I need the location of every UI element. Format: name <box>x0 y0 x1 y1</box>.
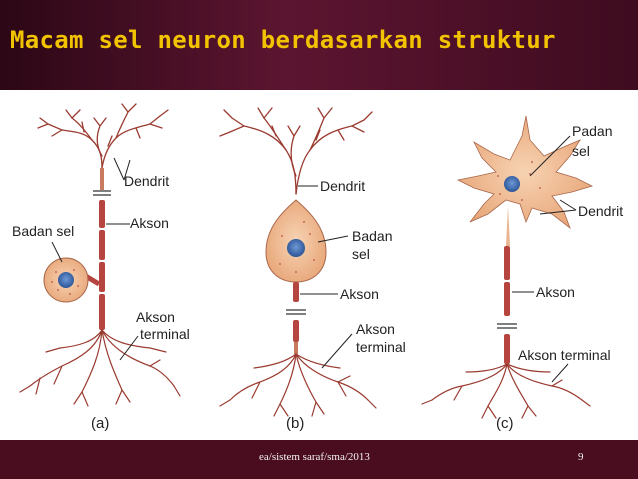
panel-c-caption: (c) <box>496 415 514 432</box>
panel-c-label-akson-terminal: Akson terminal <box>518 347 611 363</box>
panel-c-axon <box>497 206 517 364</box>
page-number: 9 <box>578 451 584 463</box>
panel-a-cell-body <box>43 257 89 303</box>
panel-a-label-akson: Akson <box>130 215 169 231</box>
panel-a-akson-terminal-leader <box>119 335 139 361</box>
panel-c-label-badan-sel-1: Padan <box>572 123 612 139</box>
panel-a-badan-sel-leader <box>51 241 63 263</box>
panel-b-label-akson-terminal-1: Akson <box>356 321 395 337</box>
panel-a-axon-terminals <box>19 329 181 407</box>
panel-b-label-akson: Akson <box>340 286 379 302</box>
panel-c-label-akson: Akson <box>536 284 575 300</box>
panel-a-axon <box>80 168 111 330</box>
panel-b-axon-terminals <box>219 353 377 417</box>
panel-c-badan-sel-leader <box>529 135 571 177</box>
slide-title: Macam sel neuron berdasarkan struktur <box>10 26 556 54</box>
neuron-diagram: Dendrit Akson Badan sel Akson terminal (… <box>0 96 638 440</box>
panel-a-label-akson-terminal-1: Akson <box>136 309 175 325</box>
panel-b-label-akson-terminal-2: terminal <box>356 339 406 355</box>
panel-a-dendrit-leader <box>113 157 131 181</box>
panel-a-dendrites <box>37 103 169 169</box>
panel-b-caption: (b) <box>286 415 304 432</box>
panel-c-neuron: Padan sel Dendrit Akson Akson terminal (… <box>421 115 623 432</box>
title-bar: Macam sel neuron berdasarkan struktur <box>0 0 638 90</box>
panel-a-neuron: Dendrit Akson Badan sel Akson terminal (… <box>12 103 190 432</box>
panel-c-cell-body <box>456 115 594 230</box>
panel-b-label-badan-sel-1: Badan <box>352 228 392 244</box>
footer-credit: ea/sistem saraf/sma/2013 <box>259 451 370 463</box>
panel-c-akson-terminal-leader <box>551 363 569 383</box>
panel-a-label-dendrit: Dendrit <box>124 173 169 189</box>
panel-a-label-badan-sel: Badan sel <box>12 223 74 239</box>
footer-bar: ea/sistem saraf/sma/2013 9 <box>0 440 638 479</box>
panel-c-label-dendrit: Dendrit <box>578 203 623 219</box>
panel-b-dendrites <box>219 107 373 195</box>
panel-c-axon-terminals <box>421 363 591 419</box>
panel-b-axon <box>286 282 306 354</box>
panel-a-caption: (a) <box>91 415 109 432</box>
panel-b-label-badan-sel-2: sel <box>352 246 370 262</box>
panel-c-dendrit-leader <box>539 199 577 215</box>
panel-a-label-akson-terminal-2: terminal <box>140 326 190 342</box>
neuron-diagram-svg: Dendrit Akson Badan sel Akson terminal (… <box>12 103 623 432</box>
panel-b-cell-body <box>265 199 327 283</box>
panel-c-label-badan-sel-2: sel <box>572 143 590 159</box>
panel-b-label-dendrit: Dendrit <box>320 178 365 194</box>
panel-b-badan-sel-leader <box>317 235 349 243</box>
panel-b-akson-terminal-leader <box>321 333 353 369</box>
panel-b-neuron: Dendrit Badan sel Akson Akson terminal (… <box>219 107 406 432</box>
